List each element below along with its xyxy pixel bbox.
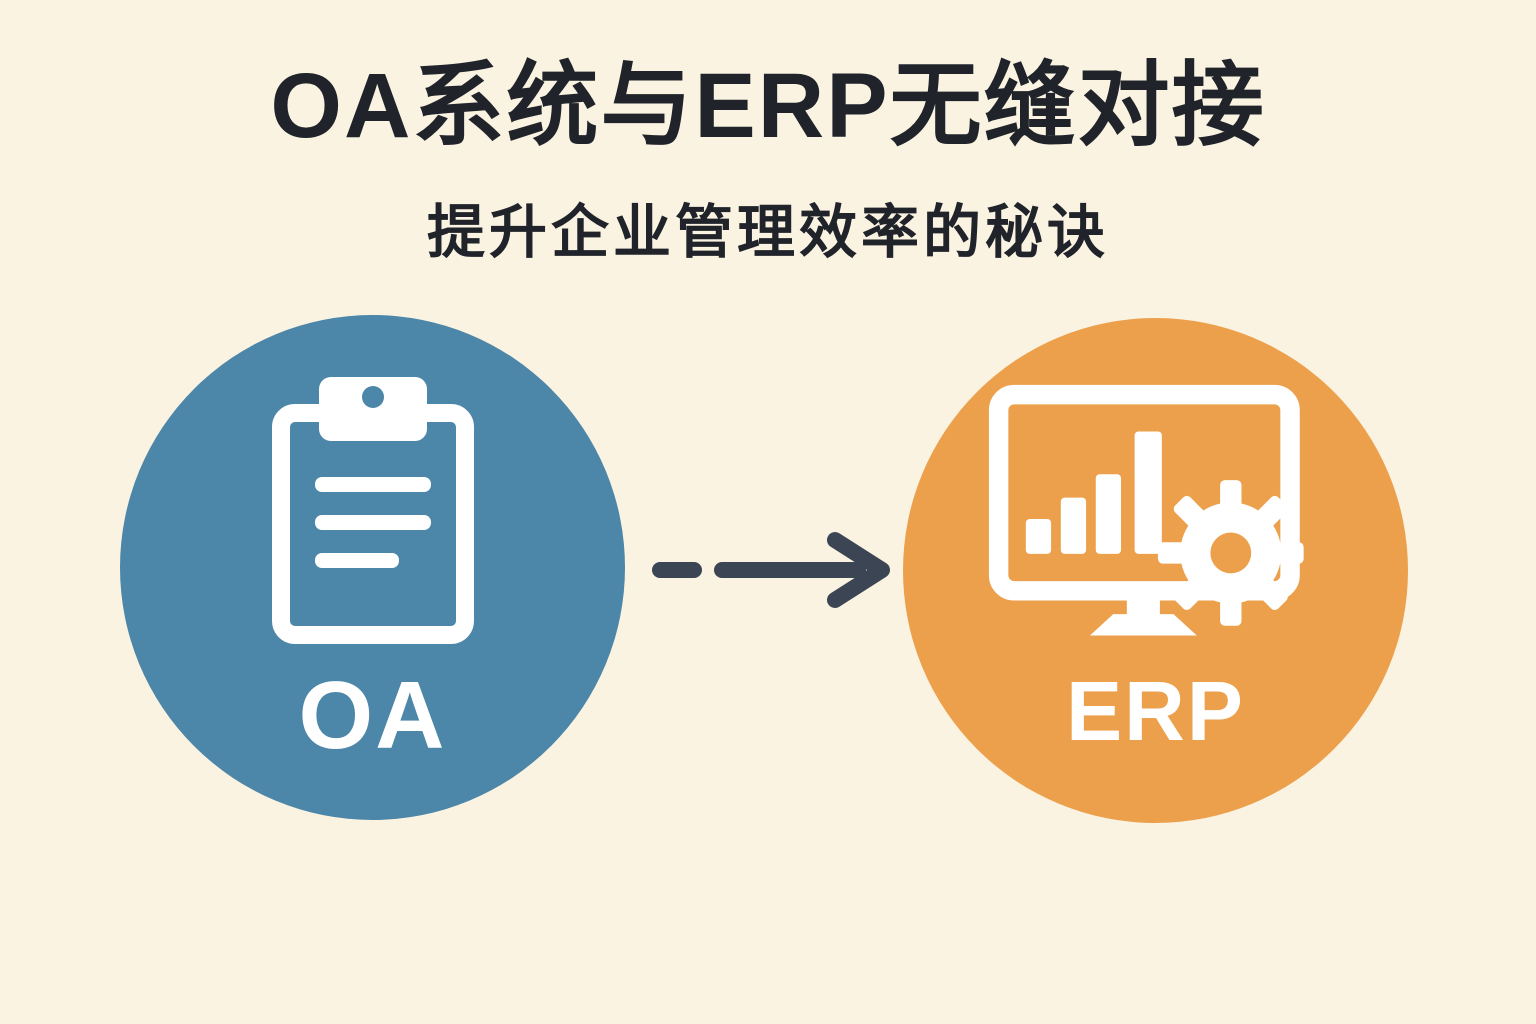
page-title: OA系统与ERP无缝对接	[270, 55, 1266, 157]
clipboard-icon	[271, 376, 474, 644]
connector	[650, 528, 910, 612]
oa-label: OA	[298, 661, 447, 769]
monitor-chart-gear-icon	[988, 384, 1304, 636]
gear-icon	[1157, 480, 1304, 626]
arrow-right-icon	[652, 532, 890, 608]
oa-node: OA	[120, 315, 625, 820]
header: OA系统与ERP无缝对接 提升企业管理效率的秘诀	[0, 58, 1536, 269]
page-subtitle: 提升企业管理效率的秘诀	[426, 199, 1109, 265]
erp-node: ERP	[903, 318, 1408, 823]
erp-label: ERP	[1066, 664, 1245, 758]
